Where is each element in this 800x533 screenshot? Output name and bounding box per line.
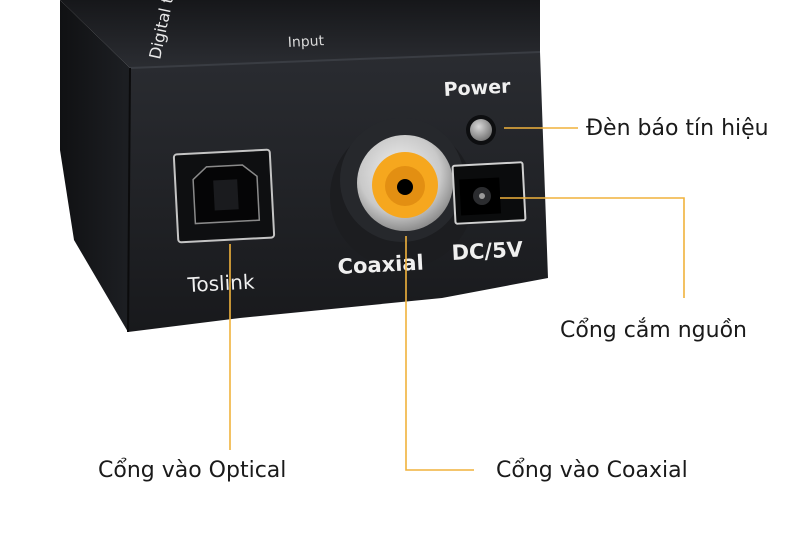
dc-power-jack <box>451 161 527 225</box>
leader-coaxial <box>405 236 474 471</box>
callout-optical-input: Cổng vào Optical <box>98 458 287 483</box>
dc-label: DC/5V <box>451 237 524 265</box>
power-label: Power <box>443 75 511 100</box>
device-top-face <box>60 0 540 68</box>
leader-power-port <box>500 197 685 298</box>
device-side-face <box>60 0 130 332</box>
callout-lines <box>229 127 685 471</box>
signal-led <box>466 115 496 145</box>
callout-power-port: Cổng cắm nguồn <box>560 318 747 343</box>
callout-coaxial-input: Cổng vào Coaxial <box>496 458 688 483</box>
callout-signal-light: Đèn báo tín hiệu <box>586 116 769 141</box>
input-label: Input <box>287 33 325 51</box>
toslink-port <box>172 148 276 244</box>
coaxial-port <box>330 118 474 268</box>
coaxial-label: Coaxial <box>337 251 424 279</box>
toslink-label: Toslink <box>186 270 255 298</box>
